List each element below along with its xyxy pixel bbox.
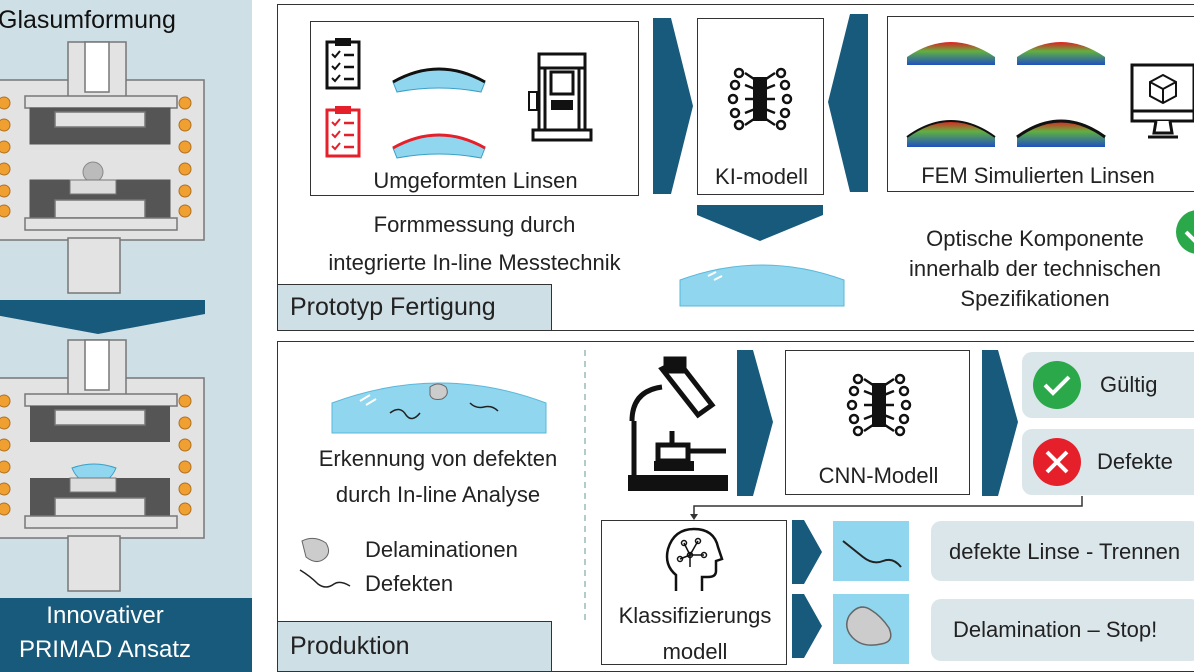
arrow-to-cnn <box>737 350 773 496</box>
optic-line-2: innerhalb der technischen <box>909 256 1161 281</box>
arrow-from-fem <box>828 14 868 192</box>
delamination-action-box: Delamination – Stop! <box>931 599 1194 661</box>
defect-result-box: Defekte <box>1022 429 1194 495</box>
delamination-sample-image <box>833 594 909 664</box>
valid-label: Gültig <box>1100 372 1158 397</box>
arrow-to-defect-action <box>792 520 822 584</box>
press-top-illustration <box>0 41 205 294</box>
ai-chip-icon <box>727 67 793 131</box>
prototype-label-box: Prototyp Fertigung <box>277 284 552 331</box>
left-panel-title: Glasumformung <box>0 6 176 34</box>
left-panel: Glasumformung <box>0 0 252 672</box>
output-lens-shape <box>679 264 845 307</box>
arrow-to-results <box>982 350 1018 496</box>
checklist-icon <box>325 38 361 90</box>
down-chevron-arrow <box>0 300 205 334</box>
prototype-section <box>277 4 1194 331</box>
ki-model-box: KI-modell <box>697 18 824 195</box>
fem-lenses-box: FEM Simulierten Linsen <box>887 16 1194 192</box>
fem-lenses-label: FEM Simulierten Linsen <box>921 163 1155 188</box>
delamination-legend-label: Delaminationen <box>365 537 518 562</box>
delamination-action-label: Delamination – Stop! <box>953 617 1158 642</box>
ai-chip-icon-cnn <box>846 373 912 437</box>
defect-legend-icon <box>299 569 351 588</box>
footer-line-1: Innovativer <box>46 602 164 629</box>
fem-lens-1 <box>907 42 995 65</box>
defect-label: Defekte <box>1097 449 1173 474</box>
classification-line-2: modell <box>662 639 728 664</box>
connector-arrow-to-classifier <box>690 496 1083 520</box>
left-panel-footer: Innovativer PRIMAD Ansatz <box>0 598 252 672</box>
production-label: Produktion <box>290 632 410 660</box>
check-circle-icon <box>1176 210 1194 254</box>
x-circle-defect-icon <box>1033 438 1081 486</box>
detection-line-2: durch In-line Analyse <box>335 482 541 507</box>
lens-good-shape <box>392 67 486 93</box>
optic-line-3: Spezifikationen <box>960 286 1110 311</box>
production-label-box: Produktion <box>277 621 552 672</box>
cnn-model-box: CNN-Modell <box>785 350 970 495</box>
fem-lens-2 <box>1017 42 1105 65</box>
optic-line-1: Optische Komponente <box>926 226 1144 251</box>
fem-lens-4 <box>1016 119 1106 147</box>
press-machine-icon <box>528 52 593 142</box>
valid-result-box: Gültig <box>1022 352 1194 418</box>
classification-line-1: Klassifizierungs <box>618 603 772 628</box>
arrow-to-delam-action <box>792 594 822 658</box>
fem-lens-3 <box>906 120 996 147</box>
delamination-legend-icon <box>301 537 330 563</box>
press-bottom-illustration <box>0 339 205 592</box>
monitor-3d-icon <box>1130 63 1194 139</box>
check-circle-valid-icon <box>1033 361 1081 409</box>
formed-lenses-box: Umgeformten Linsen <box>310 21 639 196</box>
lens-bad-shape <box>392 133 486 159</box>
dashed-divider <box>584 350 586 620</box>
defect-action-box: defekte Linse - Trennen <box>931 521 1194 581</box>
checklist-red-icon <box>325 106 361 158</box>
measurement-line-2: integrierte In-line Messtechnik <box>328 250 621 275</box>
ki-model-label: KI-modell <box>715 164 808 189</box>
defect-lens-shape <box>331 382 547 434</box>
defect-sample-image <box>833 521 909 581</box>
cnn-model-label: CNN-Modell <box>818 463 939 488</box>
formed-lenses-label: Umgeformten Linsen <box>373 168 578 193</box>
prototype-label: Prototyp Fertigung <box>290 293 496 321</box>
ai-head-icon <box>665 527 724 591</box>
arrow-down-to-lens <box>697 205 823 241</box>
microscope-icon <box>628 356 728 491</box>
detection-line-1: Erkennung von defekten <box>318 446 558 471</box>
defect-action-label: defekte Linse - Trennen <box>949 539 1181 564</box>
classification-model-box: Klassifizierungs modell <box>601 520 787 665</box>
measurement-line-1: Formmessung durch <box>373 212 576 237</box>
defect-legend-label: Defekten <box>365 571 454 596</box>
footer-line-2: PRIMAD Ansatz <box>18 636 192 663</box>
arrow-to-ki-model <box>653 18 693 194</box>
